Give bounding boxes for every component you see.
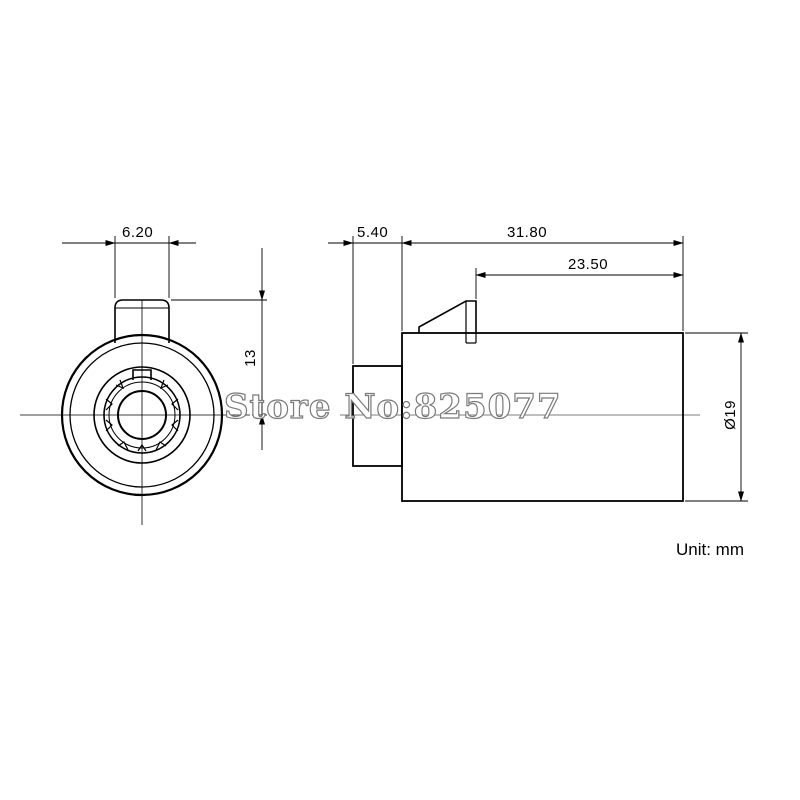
latch — [418, 300, 477, 333]
front-view — [20, 299, 250, 525]
dim-tab-width-label: 6.20 — [122, 224, 153, 241]
main-body — [401, 332, 684, 502]
key-slot — [132, 369, 152, 380]
contact-ring-inner — [108, 381, 176, 449]
dim-front-length-label: 5.40 — [357, 224, 388, 241]
front-dimensions — [62, 236, 267, 450]
outer-ring — [60, 333, 224, 497]
locking-tab — [114, 299, 170, 343]
center-bore — [117, 390, 167, 440]
dim-tab-height-label: 13 — [242, 349, 259, 367]
side-dimensions — [328, 236, 748, 502]
side-view — [340, 300, 700, 502]
outer-ring-inner-edge — [69, 342, 215, 488]
inner-housing-ring — [93, 366, 191, 464]
store-watermark: Store No:825077 — [224, 387, 562, 427]
unit-note: Unit: mm — [676, 540, 744, 559]
dim-overall-length-label: 31.80 — [507, 224, 547, 241]
dim-diameter-label: Ø19 — [722, 400, 739, 430]
dim-latch-offset-label: 23.50 — [568, 256, 608, 273]
contact-teeth — [105, 379, 179, 452]
contact-ring — [103, 376, 181, 454]
